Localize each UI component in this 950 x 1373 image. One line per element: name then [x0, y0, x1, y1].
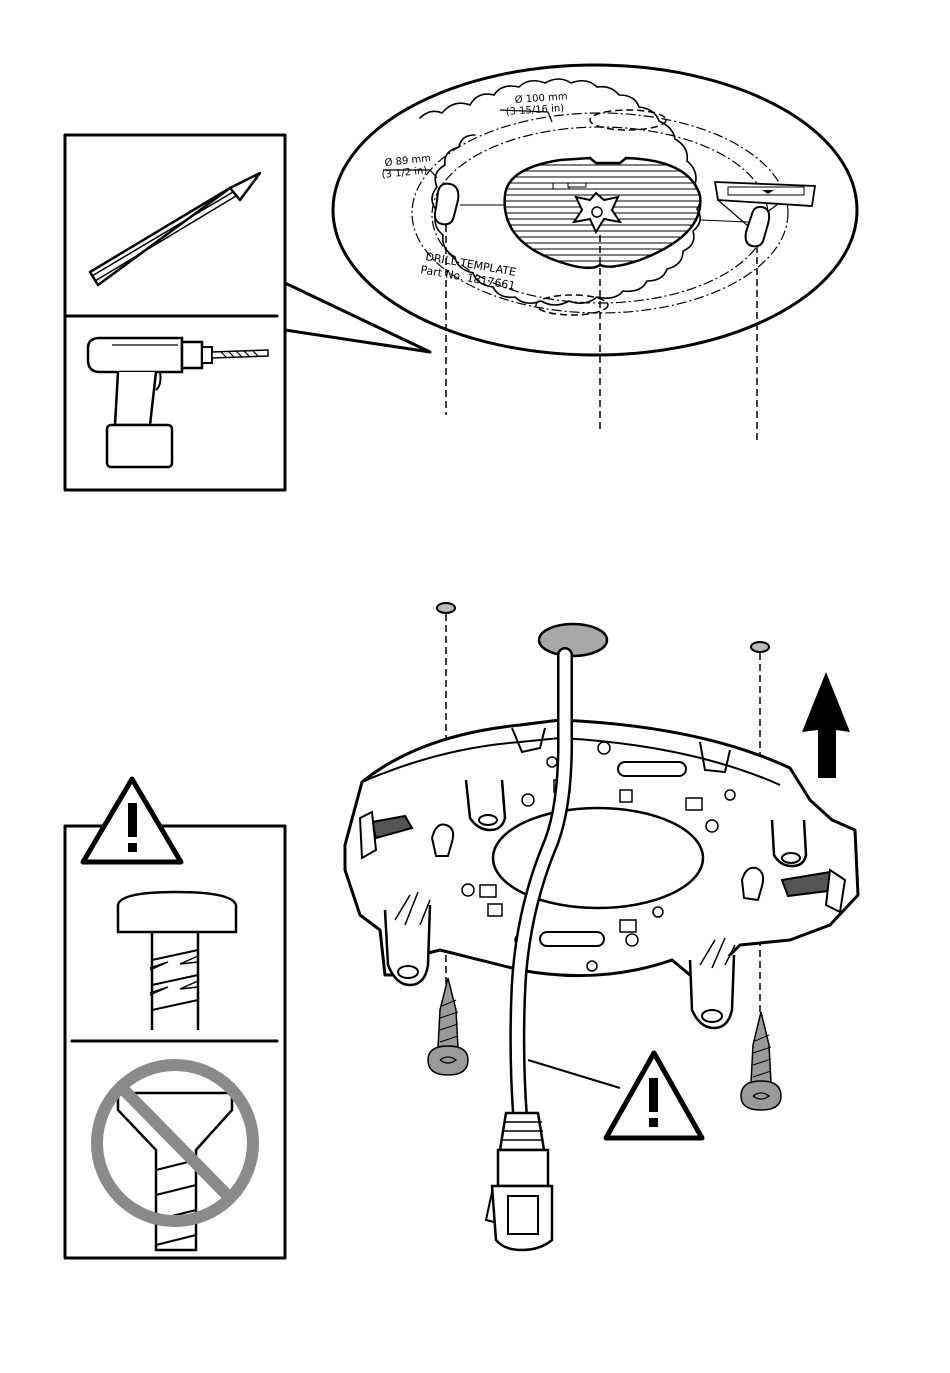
screw-left-icon: [428, 978, 468, 1075]
cable-warning-icon: [606, 1053, 702, 1138]
drill-template-sheet: [333, 65, 857, 355]
up-arrow-icon: [802, 672, 850, 778]
screw-right-icon: [741, 1012, 781, 1110]
drill-icon: [88, 338, 268, 467]
screw-hole-left: [437, 603, 455, 613]
screw-hole-right: [751, 642, 769, 652]
warning-icon: [83, 779, 181, 862]
pencil-icon: [90, 173, 260, 285]
countersunk-screw-prohibited-icon: [97, 1065, 253, 1250]
ceiling-cable-hole: [539, 624, 607, 656]
mounting-bracket: [345, 720, 858, 1028]
pan-head-screw-icon: [118, 892, 236, 1030]
